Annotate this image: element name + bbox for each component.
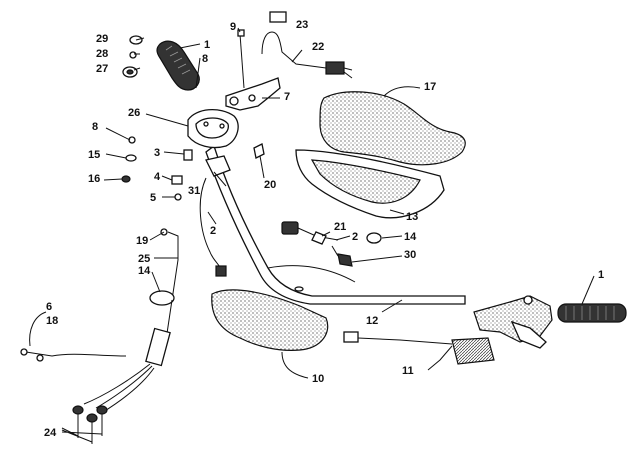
callout-28: 28 [96,48,108,60]
callout-8-top: 8 [202,53,208,65]
left-grip [156,40,200,91]
callout-1-right-grip: 1 [598,269,604,281]
callout-30: 30 [404,249,416,261]
callout-5: 5 [150,192,156,204]
handlebar-pad [319,91,466,166]
bracket [225,77,281,111]
callout-20: 20 [264,179,276,191]
callout-21: 21 [334,221,346,233]
crossbar-pad [211,289,329,351]
callout-3: 3 [154,147,160,159]
kill-switch [281,221,353,267]
grip-end-hardware [122,35,143,78]
cable-ring [366,232,382,244]
callout-18: 18 [46,315,58,327]
throttle-control [473,295,553,349]
cable-clip [253,143,265,159]
handlebar [205,144,466,305]
heater-element [343,331,495,365]
callout-29: 29 [96,33,108,45]
callout-2-cable: 2 [210,225,216,237]
callout-22: 22 [312,41,324,53]
callout-11: 11 [402,365,414,377]
callout-31: 31 [188,185,200,197]
callout-24: 24 [44,427,57,439]
callout-17: 17 [424,81,436,93]
callout-12: 12 [366,315,378,327]
callout-8-left: 8 [92,121,98,133]
callout-9: 9 [230,21,236,33]
callout-2-switch: 2 [352,231,358,243]
callout-7: 7 [284,91,290,103]
callout-13: 13 [406,211,418,223]
callout-1-left-grip: 1 [204,39,210,51]
right-grip [557,303,627,323]
callout-16: 16 [88,173,100,185]
bolt [237,29,245,89]
switch-hardware [171,149,193,201]
callout-25: 25 [138,253,150,265]
callout-4: 4 [154,171,161,183]
callout-14-left: 14 [138,265,151,277]
callout-10: 10 [312,373,324,385]
switch-housing [295,149,445,219]
washer-nut-stack [121,136,137,183]
callout-14-right: 14 [404,231,417,243]
callout-19: 19 [136,235,148,247]
mount-clamp [205,155,231,177]
callout-23: 23 [296,19,308,31]
leader-lines [29,21,595,443]
wiring-harness [261,11,353,79]
callout-27: 27 [96,63,108,75]
callout-15: 15 [88,149,100,161]
brake-cable-assembly [149,177,227,306]
callout-26: 26 [128,107,140,119]
handlebar-riser [187,109,239,149]
throttle-cable-assembly [20,299,173,444]
callout-labels: 1 1 2 2 3 4 5 6 7 8 8 9 10 11 12 13 14 1… [44,19,604,439]
callout-6: 6 [46,301,52,313]
